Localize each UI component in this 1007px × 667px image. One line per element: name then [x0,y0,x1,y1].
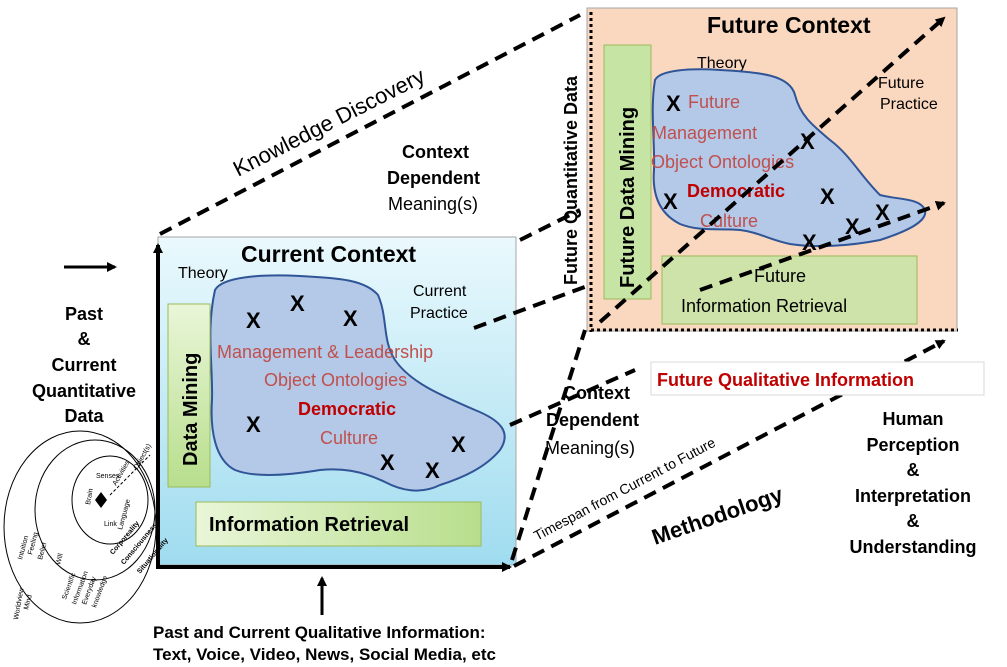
worldview-circle-diagram: Object(s) Activities Corporeality Consci… [3,430,170,624]
current-context-title: Current Context [241,241,416,267]
center-figure-icon [95,492,107,508]
current-theory-practice-blob [209,274,506,492]
info-retrieval-box [195,501,482,547]
human-line-2: Perception [866,435,959,455]
future-theory-practice-blob [651,68,927,248]
future-top-arrow [598,16,946,324]
future-blob-line-3: Object Ontologies [651,152,794,172]
bottom-line-1: Past and Current Qualitative Information… [153,623,486,642]
sd-word: Link [104,521,117,528]
future-info-retrieval-line-2: Information Retrieval [681,296,847,316]
bottom-projection [510,329,587,561]
current-blob-emph: Democratic [298,399,396,419]
current-practice-line-2: Practice [410,305,468,322]
context-top-line-3: Meaning(s) [388,194,478,214]
human-line-3: & [907,460,920,480]
x-mark: X [290,291,305,316]
sd-word: Senses [96,473,120,480]
future-context-panel: Future Context Theory Future Practice Fu… [586,7,958,332]
sd-word: Belief [37,542,48,561]
left-line-1: Past [65,304,103,324]
current-blob-tail: Culture [320,428,378,448]
context-top-line-1: Context [402,142,469,162]
current-practice-line-1: Current [413,283,467,300]
left-line-5: Data [64,406,104,426]
current-theory-label: Theory [178,265,228,282]
x-mark: X [802,230,817,255]
future-practice-line-2: Practice [880,96,938,113]
x-mark: X [451,432,466,457]
data-mining-label: Data Mining [180,353,202,466]
inner-circle [71,455,149,545]
future-data-mining-label: Future Data Mining [617,107,639,288]
current-blob-line-1: Management & Leadership [217,342,433,362]
data-mining-box [167,303,211,488]
future-theory-label: Theory [697,55,747,72]
blob-projection [509,368,636,427]
x-mark: X [666,91,681,116]
future-blob-emph: Democratic [687,181,785,201]
human-perception-label: Human Perception & Interpretation & Unde… [849,409,976,557]
methodology-label: Methodology [648,481,786,549]
x-mark: X [875,200,890,225]
x-mark: X [380,450,395,475]
left-line-2: & [78,329,91,349]
sd-word: Will [55,552,65,565]
top-left-projection [159,13,581,236]
future-blob-tail: Culture [700,211,758,231]
sd-word: Mind [23,594,34,611]
top-right-projection [519,208,581,242]
future-mid-arrow [699,200,946,292]
future-qualitative-label: Future Qualitative Information [657,370,914,390]
knowledge-discovery-label: Knowledge Discovery [229,63,429,181]
future-quantitative-data-label: Future Quantitative Data [561,75,581,285]
context-mid-line-3: Meaning(s) [545,438,635,458]
current-context-panel: Current Context Theory Current Practice … [153,236,517,572]
future-practice-line-1: Future [878,75,924,92]
sight-line [109,454,151,496]
past-current-quantitative-label: Past & Current Quantitative Data [32,304,136,426]
future-blob-line-1: Future [688,92,740,112]
left-line-3: Current [51,355,116,375]
human-line-6: Understanding [849,537,976,557]
middle-circle [34,439,156,581]
bottom-line-2: Text, Voice, Video, News, Social Media, … [153,645,496,664]
x-mark: X [820,184,835,209]
future-qualitative-box [650,361,985,396]
context-mid-line-2: Dependent [546,410,639,430]
current-blob-line-2: Object Ontologies [264,370,407,390]
context-top-line-2: Dependent [387,168,480,188]
x-mark: X [246,308,261,333]
x-mark: X [845,214,860,239]
sd-word: Brain [85,488,95,505]
future-blob-line-2: Management [652,123,757,143]
x-mark: X [663,189,678,214]
current-x-marks: X X X X X X X [246,291,466,483]
x-mark: X [246,412,261,437]
future-info-retrieval-line-1: Future [754,266,806,286]
left-line-4: Quantitative [32,381,136,401]
x-mark: X [343,306,358,331]
human-line-5: & [907,511,920,531]
human-line-4: Interpretation [855,486,971,506]
x-mark: X [425,458,440,483]
context-mid-line-1: Context [563,383,630,403]
human-line-1: Human [882,409,943,429]
info-retrieval-label: Information Retrieval [209,514,409,536]
future-context-title: Future Context [707,12,871,38]
future-data-mining-box [603,44,652,300]
